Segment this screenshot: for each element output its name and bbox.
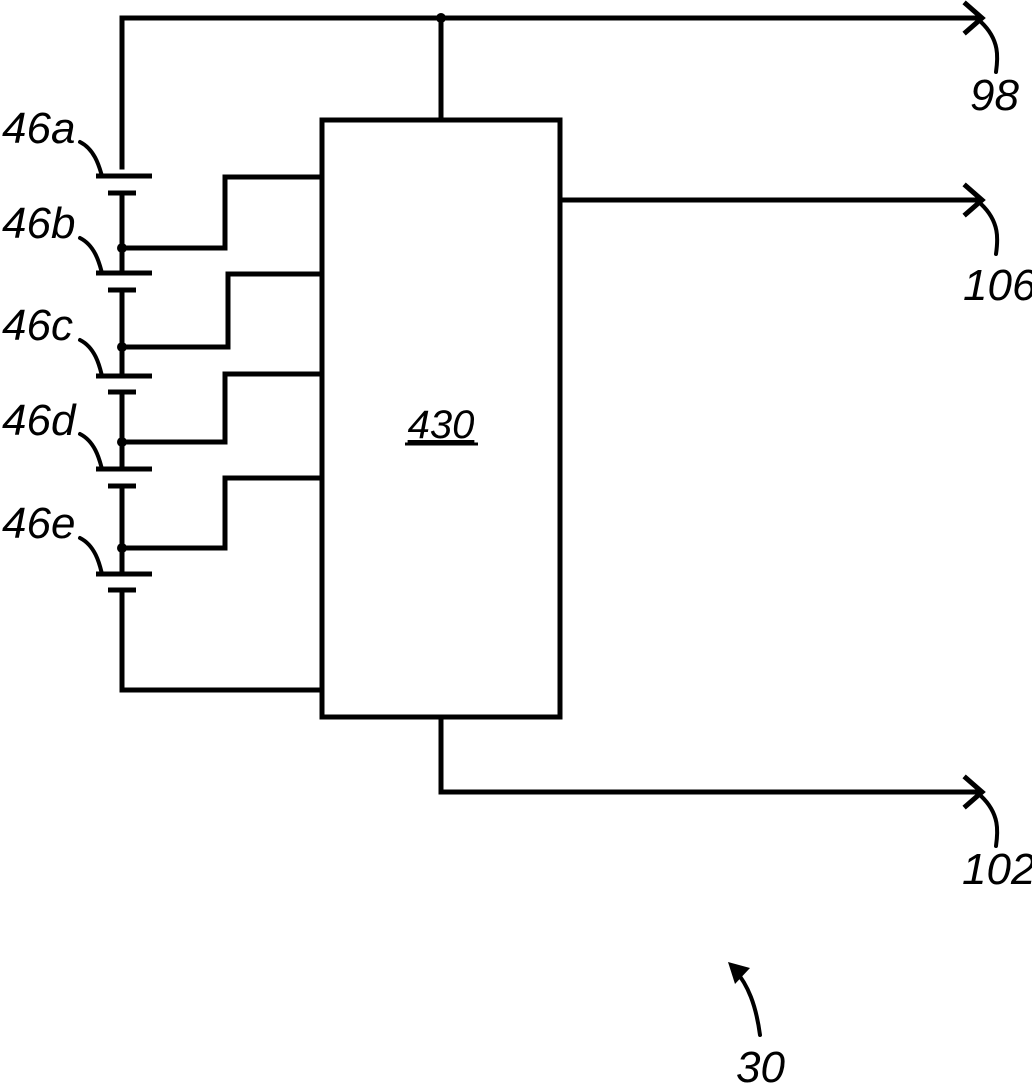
cell-label-46b: 46b — [2, 199, 75, 248]
tap-wire-4 — [122, 478, 322, 548]
leader-98 — [981, 22, 997, 72]
tap-wire-3 — [122, 374, 322, 442]
cell-label-46e: 46e — [2, 499, 75, 548]
output-label-106: 106 — [963, 261, 1032, 310]
leader-46a — [80, 142, 102, 176]
output-wire-102 — [441, 717, 980, 792]
top-bus-wire — [122, 18, 980, 167]
leader-46c — [80, 340, 102, 376]
figure-ref-arrow-head — [728, 962, 750, 984]
stack-bottom-return-wire — [122, 590, 322, 690]
cell-label-46c: 46c — [2, 301, 73, 350]
leader-46b — [80, 238, 102, 273]
tap-wire-2 — [122, 274, 322, 347]
junction-node-1 — [117, 243, 127, 253]
junction-node-2 — [117, 342, 127, 352]
cell-label-46d: 46d — [2, 396, 77, 445]
block-label: 430 — [408, 403, 475, 447]
cell-label-46a: 46a — [2, 104, 75, 153]
figure-ref-label: 30 — [736, 1043, 785, 1087]
leader-106 — [981, 204, 997, 254]
leader-46e — [80, 538, 102, 574]
leader-102 — [981, 796, 997, 846]
leader-46d — [80, 434, 102, 469]
junction-node-top — [436, 13, 446, 23]
battery-stack — [96, 176, 322, 690]
tap-wire-1 — [122, 177, 322, 248]
junction-node-3 — [117, 437, 127, 447]
output-label-98: 98 — [970, 71, 1019, 120]
output-label-102: 102 — [962, 845, 1032, 894]
junction-node-4 — [117, 543, 127, 553]
